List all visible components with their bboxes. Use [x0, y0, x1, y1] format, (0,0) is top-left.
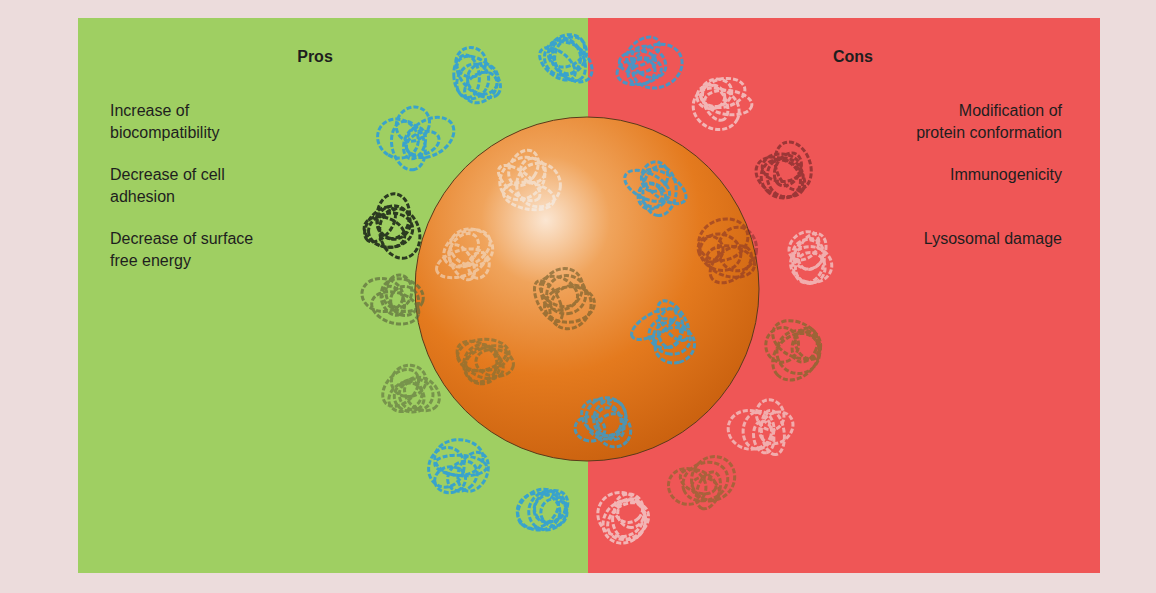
- protein-loop: [589, 395, 631, 440]
- list-item: Decrease of surface free energy: [110, 228, 275, 272]
- protein-loop: [717, 226, 757, 272]
- protein-loop: [591, 486, 650, 543]
- protein-loop: [683, 448, 744, 509]
- protein-loop: [575, 393, 628, 444]
- protein-loop: [766, 313, 826, 366]
- protein-blob: [450, 333, 515, 387]
- protein-loop: [374, 203, 414, 243]
- protein-loop: [375, 192, 411, 239]
- protein-blob: [376, 362, 447, 418]
- protein-loop: [790, 326, 826, 364]
- protein-loop: [450, 333, 509, 386]
- protein-blob: [449, 45, 508, 109]
- panel-heading: Pros: [297, 46, 333, 68]
- protein-loop: [783, 226, 824, 266]
- protein-loop: [528, 484, 574, 529]
- protein-blob: [529, 260, 600, 337]
- protein-blob: [358, 192, 425, 263]
- protein-loop: [686, 80, 746, 137]
- protein-loop: [399, 109, 461, 166]
- protein-loop: [763, 324, 828, 389]
- protein-loop: [625, 36, 689, 96]
- protein-blob: [693, 212, 758, 290]
- protein-loop: [449, 48, 508, 105]
- protein-blob: [724, 396, 800, 456]
- list-item: Lysosomal damage: [912, 228, 1062, 250]
- protein-blob: [573, 392, 637, 453]
- protein-loop: [360, 211, 409, 253]
- protein-loop: [763, 325, 802, 365]
- protein-blob: [433, 222, 497, 284]
- list-item: Increase of biocompatibility: [110, 100, 275, 144]
- protein-blob: [491, 145, 560, 214]
- protein-loop: [434, 454, 487, 478]
- protein-loop: [793, 229, 831, 274]
- protein-blob: [686, 74, 753, 137]
- protein-loop: [749, 149, 811, 205]
- protein-blob: [615, 31, 689, 96]
- list-item: Modification of protein conformation: [912, 100, 1062, 144]
- protein-loop: [753, 405, 799, 450]
- protein-loop: [503, 145, 545, 191]
- protein-loop: [625, 40, 672, 85]
- protein-blob: [749, 137, 817, 206]
- list-item: Decrease of cell adhesion: [110, 164, 275, 208]
- protein-loop: [462, 341, 510, 376]
- protein-loop: [698, 74, 748, 111]
- protein-loop: [388, 362, 428, 400]
- protein-blob: [424, 439, 494, 497]
- protein-loop: [446, 224, 497, 270]
- protein-loop: [581, 392, 632, 444]
- protein-loop: [637, 163, 692, 211]
- panel-heading: Cons: [833, 46, 873, 68]
- protein-blob: [370, 100, 461, 173]
- protein-blob: [360, 274, 428, 329]
- protein-loop: [769, 137, 818, 195]
- protein-loop: [533, 260, 591, 318]
- protein-loop: [491, 149, 553, 209]
- protein-loop: [398, 370, 446, 417]
- protein-blob: [510, 481, 574, 537]
- pros-band: ProsIncrease of biocompatibilityDecrease…: [78, 18, 588, 573]
- protein-loop: [608, 488, 648, 528]
- protein-corona: [358, 28, 835, 552]
- protein-loop: [389, 100, 436, 148]
- protein-loop: [617, 498, 645, 528]
- list-item: Immunogenicity: [912, 164, 1062, 186]
- protein-loop: [387, 118, 431, 174]
- protein-loop: [637, 158, 672, 195]
- protein-blob: [662, 448, 743, 512]
- protein-loop: [532, 491, 569, 525]
- nanoparticle-core: [415, 117, 759, 461]
- protein-blob: [591, 486, 655, 552]
- protein-loop: [549, 32, 592, 79]
- protein-loop: [542, 271, 590, 318]
- protein-loop: [376, 362, 426, 413]
- protein-loop: [657, 308, 684, 349]
- protein-loop: [370, 111, 426, 165]
- protein-loop: [437, 222, 496, 274]
- protein-loop: [693, 212, 754, 267]
- protein-blob: [783, 226, 835, 287]
- protein-loop: [517, 155, 549, 187]
- protein-blob: [534, 28, 600, 90]
- protein-loop: [652, 296, 695, 346]
- protein-loop: [434, 439, 483, 476]
- protein-blob: [763, 313, 829, 389]
- protein-loop: [457, 338, 511, 373]
- protein-loop: [377, 274, 427, 317]
- protein-loop: [627, 302, 681, 345]
- protein-loop: [424, 443, 469, 492]
- protein-blob: [627, 296, 698, 367]
- protein-blob: [620, 158, 692, 216]
- cons-band: ConsModification of protein conformation…: [588, 18, 1100, 573]
